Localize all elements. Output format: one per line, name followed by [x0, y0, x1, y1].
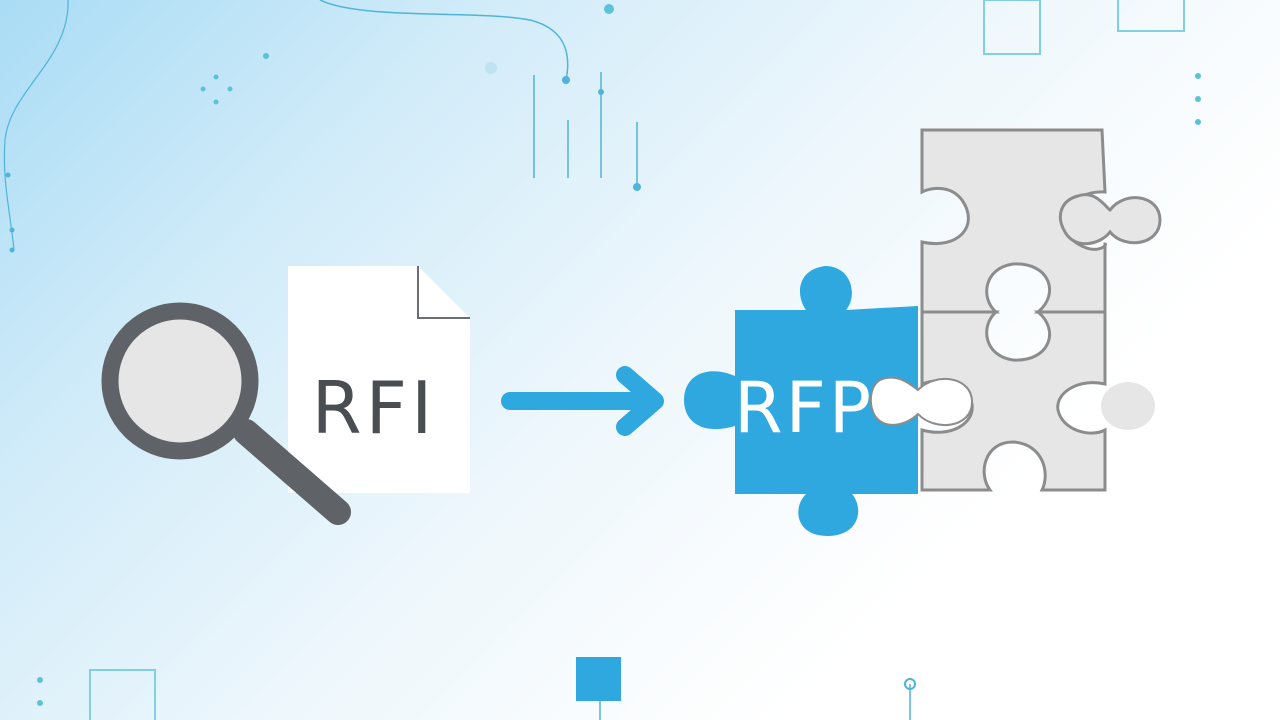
- magnifying-glass-icon: [101, 302, 351, 525]
- document-label: RFI: [312, 366, 437, 450]
- deco-dot: [263, 53, 269, 59]
- puzzle-connector: [869, 376, 974, 427]
- deco-dot: [598, 89, 604, 95]
- deco-dot: [1195, 96, 1201, 102]
- deco-dot: [562, 76, 570, 84]
- arrow-right-icon: [501, 366, 664, 436]
- deco-dot: [9, 247, 15, 253]
- deco-dot: [37, 700, 43, 706]
- puzzle-pieces-gray: [920, 128, 1162, 492]
- deco-dot: [5, 172, 11, 178]
- deco-square-outline: [89, 669, 156, 720]
- deco-dot: [485, 62, 497, 74]
- arrow-head: [616, 366, 664, 436]
- deco-dot: [200, 86, 206, 92]
- deco-curve-line: [319, 0, 569, 81]
- puzzle-piece-icon: RFP: [684, 266, 974, 536]
- magnifier-lens: [101, 302, 259, 460]
- deco-dot: [37, 677, 43, 683]
- puzzle-knob: [1059, 193, 1162, 246]
- deco-dot: [1195, 73, 1201, 79]
- deco-square-outline: [983, 0, 1041, 55]
- document-icon: RFI: [288, 266, 470, 493]
- background-decorations: [3, 0, 1201, 720]
- deco-square-outline: [1117, 0, 1185, 32]
- deco-dot: [9, 227, 15, 233]
- deco-dot: [633, 183, 641, 191]
- deco-dot: [1195, 119, 1201, 125]
- puzzle-knob: [1101, 382, 1155, 430]
- deco-dot: [213, 74, 219, 80]
- puzzle-label: RFP: [734, 367, 874, 449]
- magnifier-handle: [233, 419, 351, 525]
- deco-curve-line: [3, 0, 69, 251]
- deco-square-filled: [576, 657, 621, 701]
- document-page: [288, 266, 470, 493]
- puzzle-piece-gray-bottom: [920, 310, 1107, 492]
- deco-dot: [904, 678, 916, 690]
- deco-dot: [213, 99, 219, 105]
- deco-dot: [227, 86, 233, 92]
- puzzle-piece-blue: [684, 266, 918, 536]
- deco-dot: [604, 4, 614, 14]
- document-fold: [417, 266, 470, 319]
